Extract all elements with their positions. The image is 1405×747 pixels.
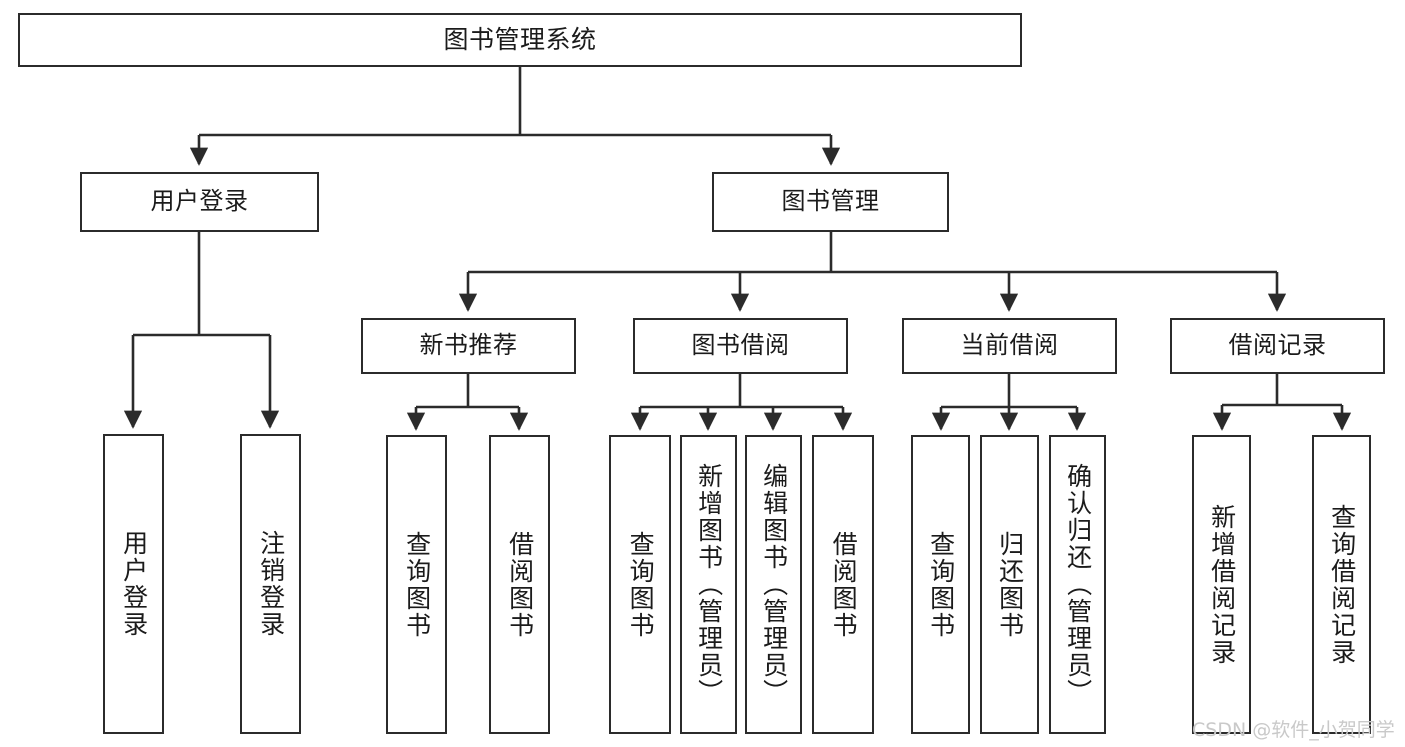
node-leaf-confirm-return[interactable]: 确认归还（管理员） [1049,435,1106,734]
node-leaf-add-record-label: 新增借阅记录 [1207,503,1237,666]
node-root[interactable]: 图书管理系统 [18,13,1022,67]
node-book-borrow-label: 图书借阅 [691,331,790,360]
node-user-login[interactable]: 用户登录 [80,172,319,232]
node-leaf-user-login[interactable]: 用户登录 [103,434,164,734]
node-leaf-query-book-2-label: 查询图书 [626,530,656,639]
node-leaf-edit-book-label: 编辑图书（管理员） [759,463,789,706]
node-leaf-user-logout[interactable]: 注销登录 [240,434,301,734]
node-book-manage-label: 图书管理 [781,187,880,216]
node-leaf-user-logout-label: 注销登录 [256,530,286,638]
node-new-book-recommend[interactable]: 新书推荐 [361,318,576,374]
node-leaf-confirm-return-label: 确认归还（管理员） [1063,463,1093,706]
node-leaf-borrow-book-1[interactable]: 借阅图书 [489,435,550,734]
node-leaf-borrow-book-2[interactable]: 借阅图书 [812,435,874,734]
node-leaf-query-book-1[interactable]: 查询图书 [386,435,447,734]
node-leaf-edit-book[interactable]: 编辑图书（管理员） [745,435,802,734]
node-leaf-query-record-label: 查询借阅记录 [1327,503,1357,666]
node-leaf-borrow-book-2-label: 借阅图书 [829,530,859,639]
node-new-book-recommend-label: 新书推荐 [419,331,518,360]
node-leaf-borrow-book-1-label: 借阅图书 [505,530,535,639]
node-leaf-add-book[interactable]: 新增图书（管理员） [680,435,737,734]
node-leaf-add-record[interactable]: 新增借阅记录 [1192,435,1251,734]
node-book-borrow[interactable]: 图书借阅 [633,318,848,374]
node-leaf-return-book-label: 归还图书 [995,530,1025,639]
node-leaf-query-book-2[interactable]: 查询图书 [609,435,671,734]
node-borrow-record[interactable]: 借阅记录 [1170,318,1385,374]
node-leaf-query-book-1-label: 查询图书 [402,530,432,639]
node-leaf-return-book[interactable]: 归还图书 [980,435,1039,734]
node-current-borrow-label: 当前借阅 [960,331,1059,360]
node-leaf-query-record[interactable]: 查询借阅记录 [1312,435,1371,734]
node-leaf-query-book-3-label: 查询图书 [926,530,956,639]
node-leaf-query-book-3[interactable]: 查询图书 [911,435,970,734]
node-leaf-user-login-label: 用户登录 [119,530,149,638]
node-book-manage[interactable]: 图书管理 [712,172,949,232]
node-leaf-add-book-label: 新增图书（管理员） [694,463,724,706]
node-root-label: 图书管理系统 [443,24,597,54]
node-user-login-label: 用户登录 [150,187,249,216]
node-current-borrow[interactable]: 当前借阅 [902,318,1117,374]
node-borrow-record-label: 借阅记录 [1228,331,1327,360]
